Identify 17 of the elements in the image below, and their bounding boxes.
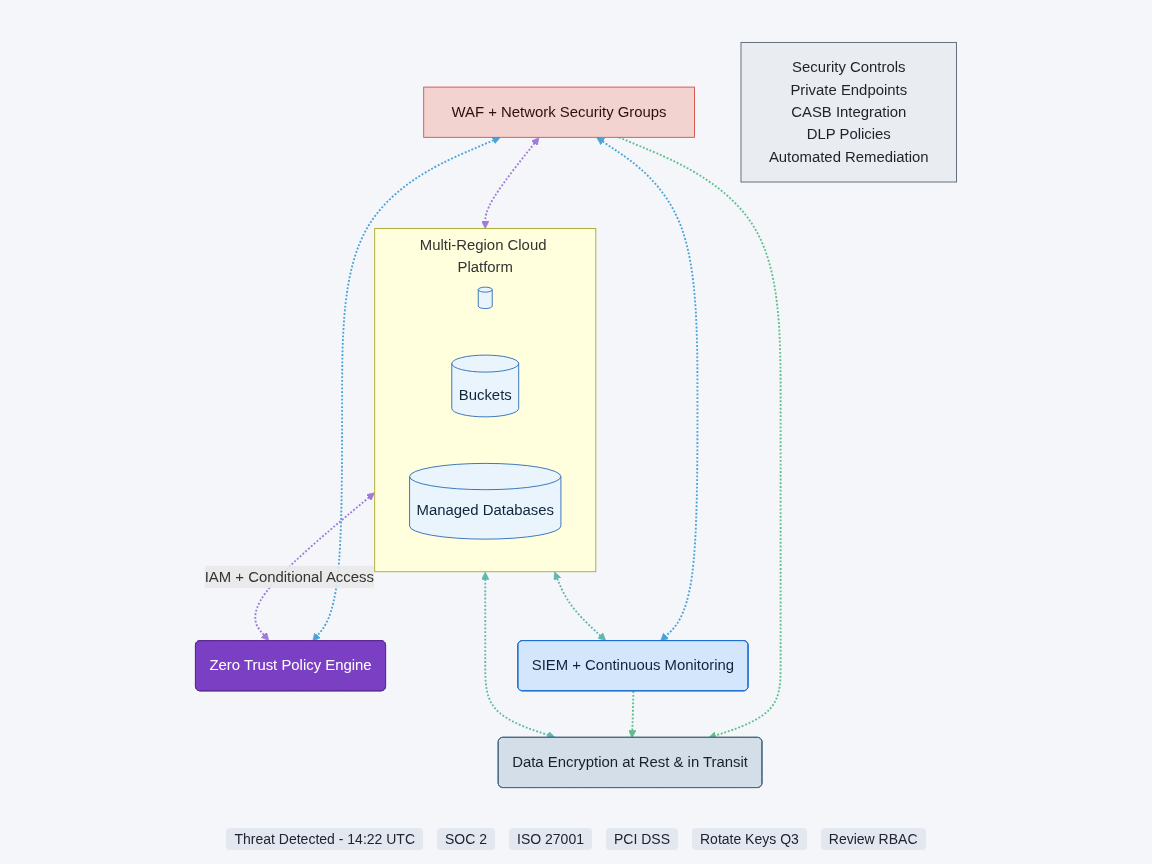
arrow [312, 136, 501, 642]
arrow [628, 690, 637, 739]
arrow [596, 137, 699, 642]
node-box: Security Controls Private Endpoints CASB Integration DLP Policies Automated Remediation [740, 41, 957, 183]
edge-label: IAM + Conditional Access [204, 568, 374, 585]
note-label: Rotate Keys Q3 [692, 828, 807, 850]
node-box: WAF + Network Security Groups [423, 86, 695, 138]
note-label: Review RBAC [820, 828, 926, 850]
arrow [481, 571, 556, 739]
note-label: PCI DSS [605, 828, 678, 850]
note-label: Threat Detected - 14:22 UTC [226, 828, 423, 850]
node-cylinder [477, 286, 493, 310]
arrow [553, 571, 607, 641]
arrow [254, 492, 375, 641]
note-label: ISO 27001 [509, 828, 592, 850]
arrow [481, 137, 540, 229]
note-label: SOC 2 [437, 828, 496, 850]
